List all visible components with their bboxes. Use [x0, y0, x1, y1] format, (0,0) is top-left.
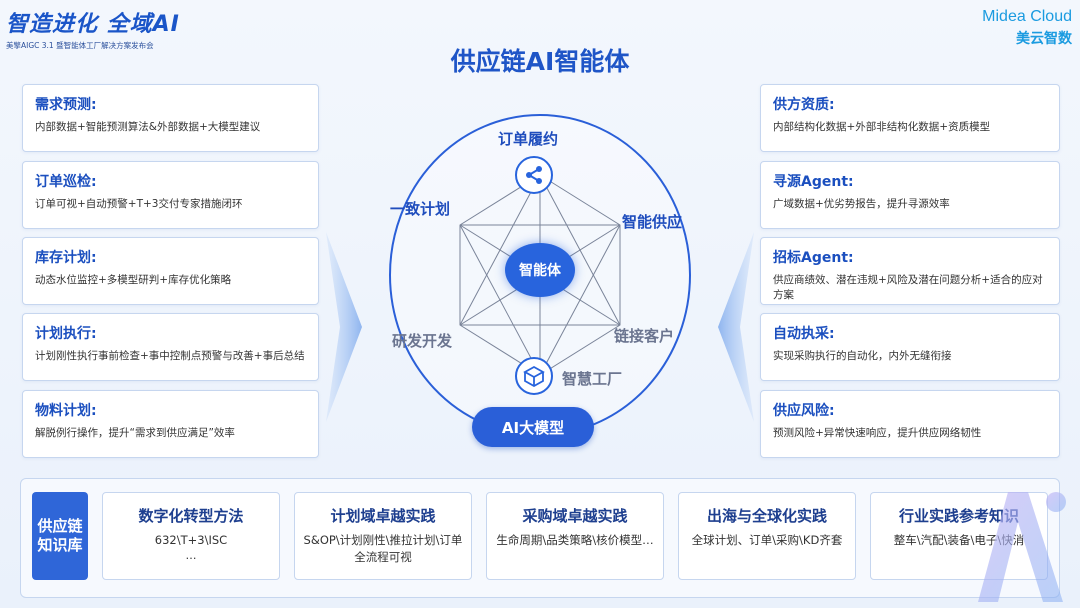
card-title: 供方资质:	[773, 97, 835, 113]
card-desc: 内部结构化数据+外部非结构化数据+资质模型	[773, 121, 991, 133]
card-desc: 实现采购执行的自动化，内外无缝衔接	[773, 350, 952, 362]
card-supplier-qualification: 供方资质: 内部结构化数据+外部非结构化数据+资质模型	[760, 84, 1060, 152]
cube-icon	[515, 357, 553, 395]
logo-text-cn: 美云智数	[1016, 31, 1072, 47]
card-title: 订单巡检:	[35, 174, 97, 190]
llm-base: AI大模型	[472, 407, 594, 447]
card-desc: 内部数据+智能预测算法&外部数据+大模型建议	[35, 121, 261, 133]
card-desc: 预测风险+异常快速响应，提升供应网络韧性	[773, 427, 982, 439]
card-title: 计划执行:	[35, 326, 97, 342]
kb-card-globalization-practice: 出海与全球化实践 全球计划、订单\采购\KD齐套	[678, 492, 856, 580]
card-title: 库存计划:	[35, 250, 97, 266]
kb-title: 行业实践参考知识	[898, 507, 1019, 525]
card-bidding-agent: 招标Agent: 供应商绩效、潜在违规+风险及潜在问题分析+适合的应对方案	[760, 237, 1060, 305]
card-title: 物料计划:	[35, 403, 97, 419]
node-smart-supply: 智能供应	[622, 213, 683, 231]
kb-card-planning-practice: 计划域卓越实践 S&OP\计划刚性\推拉计划\订单全流程可视	[294, 492, 472, 580]
card-desc: 计划刚性执行事前检查+事中控制点预警与改善+事后总结	[35, 350, 305, 362]
ai-watermark-icon	[978, 492, 1066, 602]
card-plan-execution: 计划执行: 计划刚性执行事前检查+事中控制点预警与改善+事后总结	[22, 313, 319, 381]
event-title: 智造进化 全域AI	[6, 12, 180, 37]
kb-desc: 整车\汽配\装备\电子\快消	[893, 533, 1025, 547]
card-title: 招标Agent:	[773, 250, 854, 266]
kb-title: 出海与全球化实践	[706, 507, 827, 525]
agent-core: 智能体	[505, 243, 575, 297]
kb-desc: 生命周期\品类策略\核价模型…	[496, 533, 654, 547]
card-desc: 订单可视+自动预警+T+3交付专家措施闭环	[35, 198, 243, 210]
card-demand-forecast: 需求预测: 内部数据+智能预测算法&外部数据+大模型建议	[22, 84, 319, 152]
left-arrow-icon	[326, 232, 362, 422]
page-title: 供应链AI智能体	[450, 47, 630, 76]
card-title: 需求预测:	[35, 97, 97, 113]
kb-title: 数字化转型方法	[138, 507, 244, 525]
kb-more: …	[185, 549, 197, 563]
card-material-plan: 物料计划: 解脱例行操作，提升“需求到供应满足”效率	[22, 390, 319, 458]
kb-card-procurement-practice: 采购域卓越实践 生命周期\品类策略\核价模型…	[486, 492, 664, 580]
event-subtitle: 美擎AIGC 3.1 暨智能体工厂解决方案发布会	[6, 41, 154, 50]
kb-desc: 632\T+3\ISC	[154, 533, 228, 547]
card-title: 自动执采:	[773, 326, 835, 342]
event-branding: 智造进化 全域AI 美擎AIGC 3.1 暨智能体工厂解决方案发布会	[6, 6, 180, 51]
kb-desc: 全球计划、订单\采购\KD齐套	[691, 533, 843, 547]
node-unified-plan: 一致计划	[390, 200, 451, 218]
logo-text: Midea Cloud	[982, 8, 1072, 25]
node-rd: 研发开发	[392, 332, 453, 350]
card-sourcing-agent: 寻源Agent: 广域数据+优劣势报告，提升寻源效率	[760, 161, 1060, 229]
kb-card-digital-transformation: 数字化转型方法 632\T+3\ISC …	[102, 492, 280, 580]
card-desc: 供应商绩效、潜在违规+风险及潜在问题分析+适合的应对方案	[773, 274, 1043, 302]
card-auto-procurement: 自动执采: 实现采购执行的自动化，内外无缝衔接	[760, 313, 1060, 381]
kb-title: 计划域卓越实践	[330, 507, 436, 525]
node-connect-customer: 链接客户	[614, 327, 675, 345]
card-desc: 解脱例行操作，提升“需求到供应满足”效率	[35, 427, 235, 439]
knowledge-base-label: 供应链知识库	[32, 492, 88, 580]
node-order-fulfillment: 订单履约	[498, 130, 559, 148]
card-title: 寻源Agent:	[773, 174, 854, 190]
card-desc: 广域数据+优劣势报告，提升寻源效率	[773, 198, 950, 210]
company-logo: Midea Cloud 美云智数	[982, 8, 1072, 48]
card-desc: 动态水位监控+多模型研判+库存优化策略	[35, 274, 232, 286]
kb-desc: S&OP\计划刚性\推拉计划\订单全流程可视	[303, 533, 463, 565]
card-supply-risk: 供应风险: 预测风险+异常快速响应，提升供应网络韧性	[760, 390, 1060, 458]
kb-title: 采购域卓越实践	[522, 507, 628, 525]
card-title: 供应风险:	[773, 403, 835, 419]
node-smart-factory: 智慧工厂	[562, 370, 623, 388]
share-nodes-icon	[515, 156, 553, 194]
card-inventory-plan: 库存计划: 动态水位监控+多模型研判+库存优化策略	[22, 237, 319, 305]
right-arrow-icon	[718, 232, 754, 422]
card-order-inspection: 订单巡检: 订单可视+自动预警+T+3交付专家措施闭环	[22, 161, 319, 229]
